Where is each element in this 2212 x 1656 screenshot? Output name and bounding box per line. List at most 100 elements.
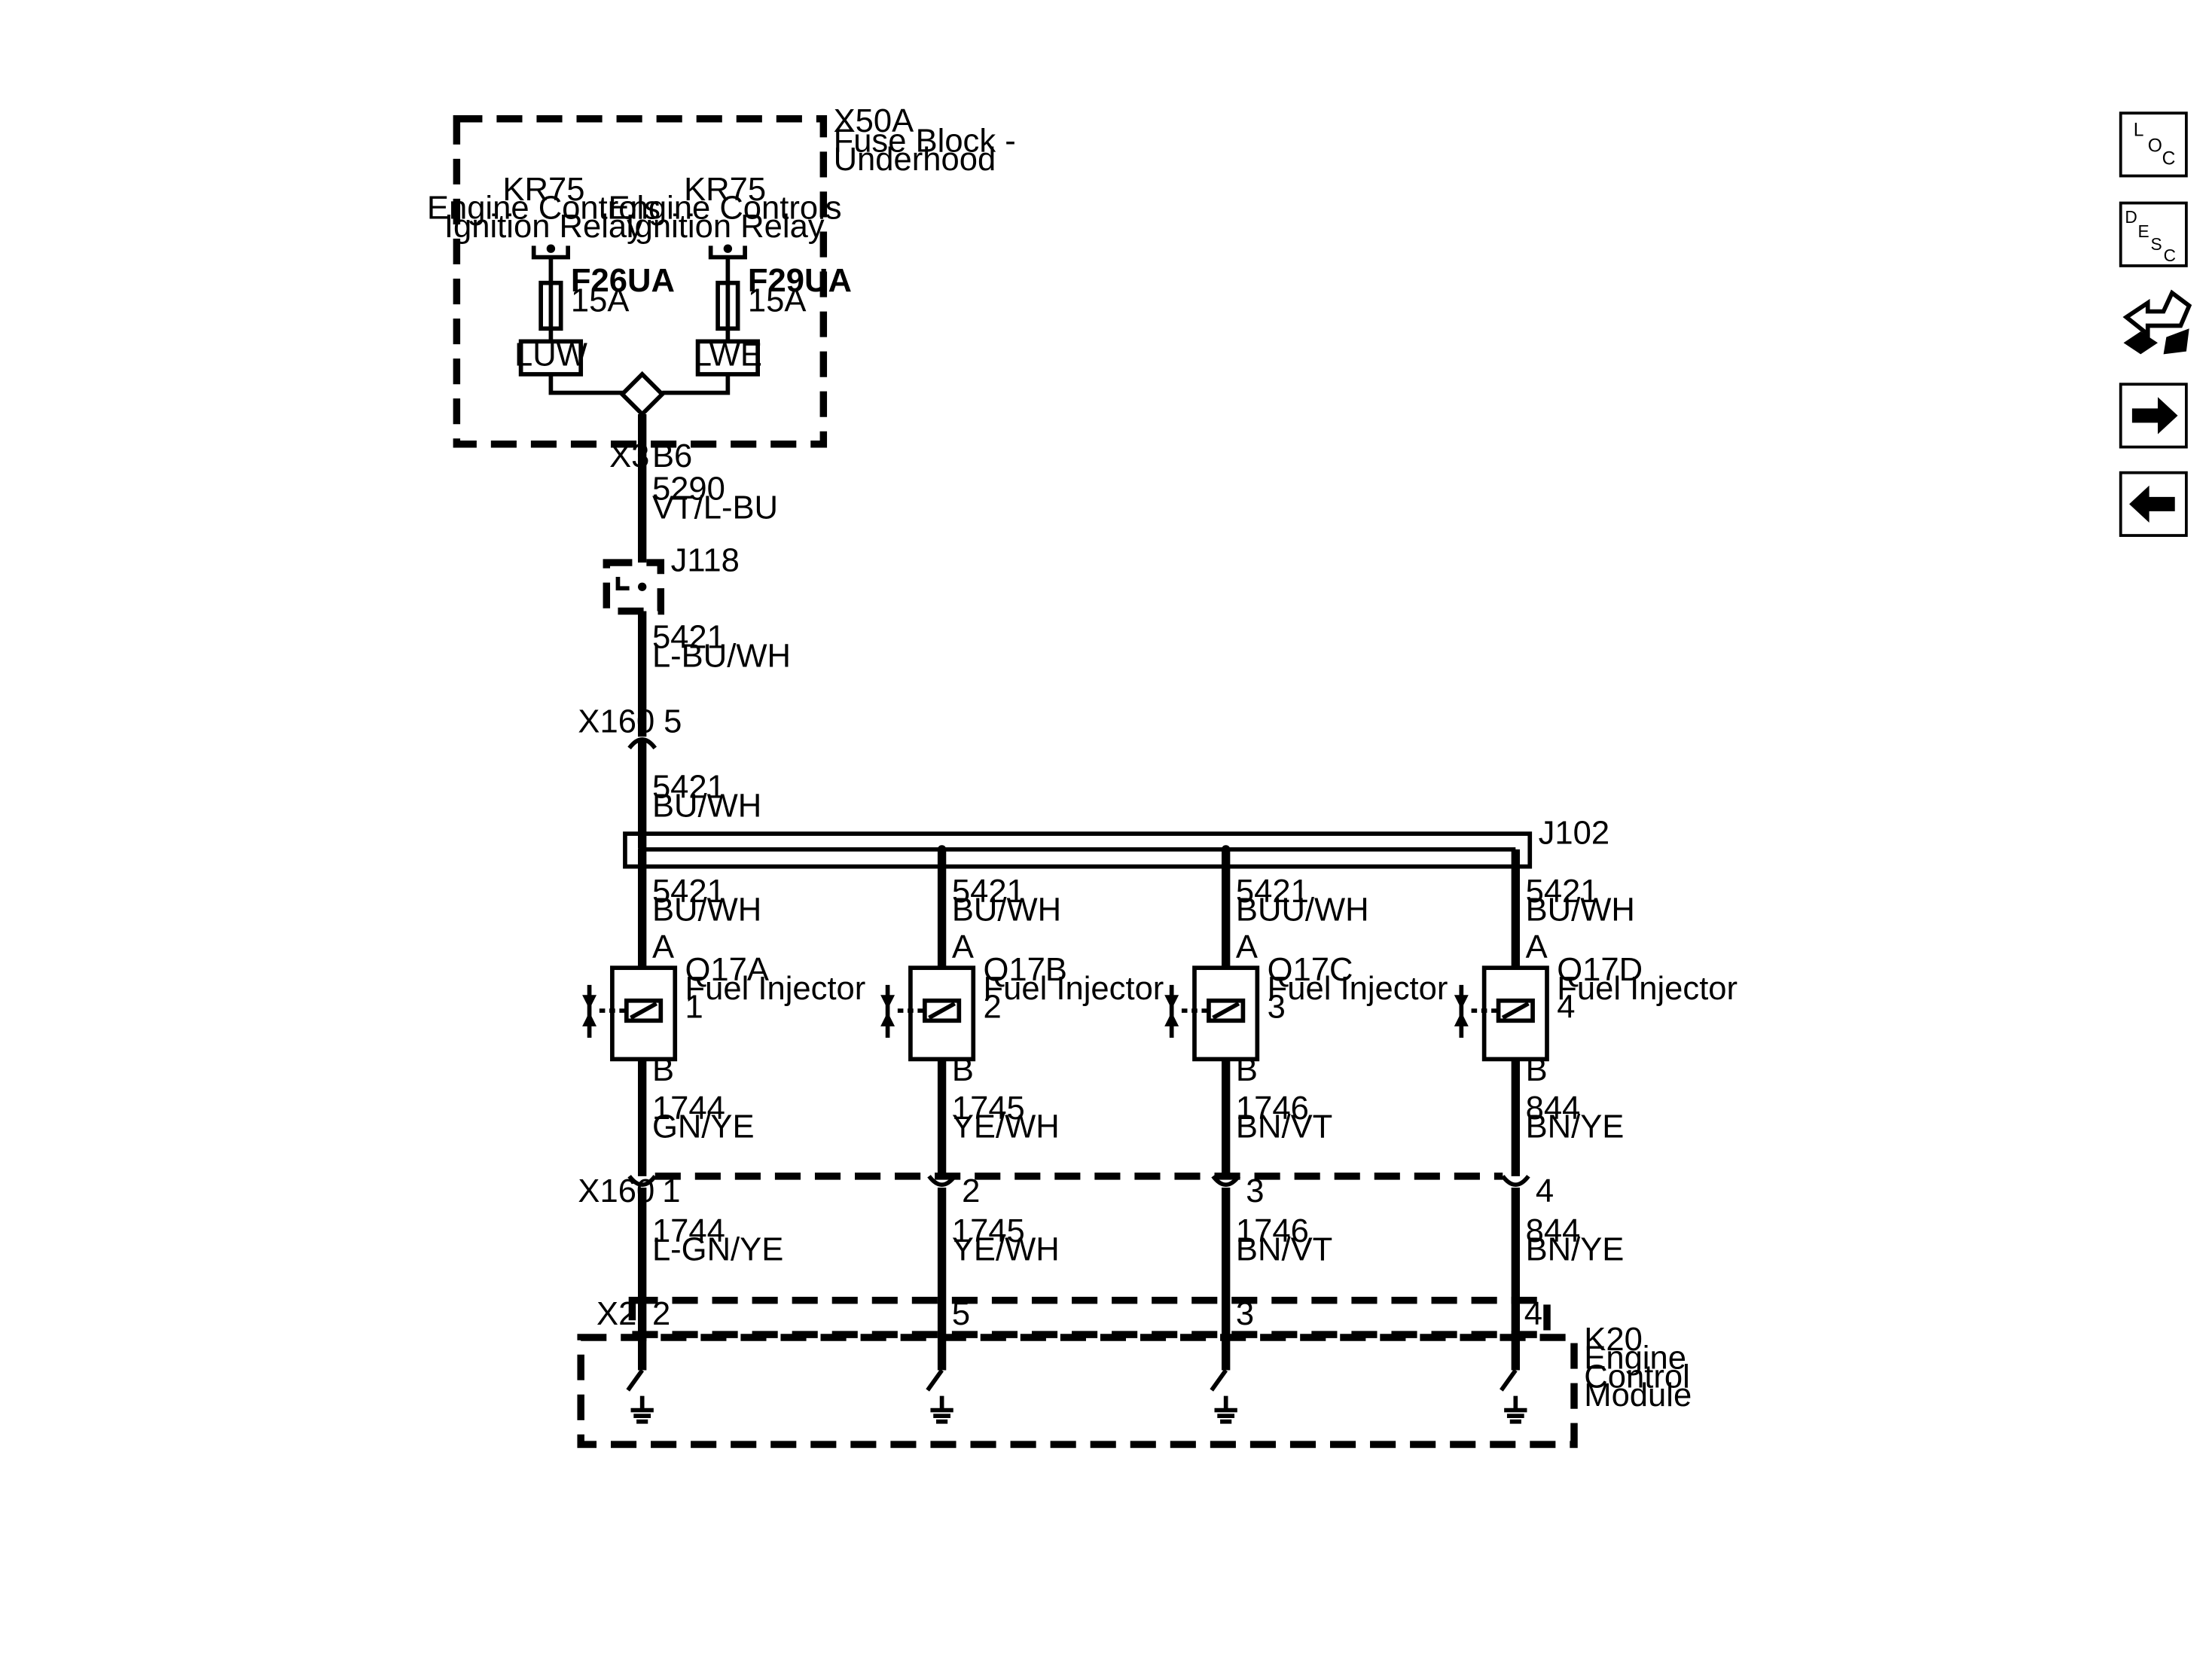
x160-pin-4: 4 bbox=[1536, 1173, 1554, 1209]
svg-text:C: C bbox=[2164, 246, 2176, 265]
splice-id: J102 bbox=[1539, 815, 1610, 851]
x160-pin-1: 1 bbox=[662, 1173, 680, 1209]
injector-d-pin-b: B bbox=[1526, 1052, 1548, 1088]
injector-c-out-circuit: 1746 bbox=[1236, 1090, 1309, 1127]
injector-a-pin-a: A bbox=[652, 929, 674, 965]
injector-a-feed-circuit: 5421 bbox=[652, 874, 725, 910]
injector-b-out-circuit: 1745 bbox=[952, 1090, 1025, 1127]
back-button[interactable] bbox=[2119, 471, 2188, 537]
injector-c-out-color: BN/VT bbox=[1236, 1109, 1332, 1145]
top-connector-pin: B6 bbox=[652, 438, 692, 474]
relay-right-contact-dot bbox=[723, 244, 733, 253]
injector-b-id: Q17B bbox=[984, 952, 1067, 988]
relay-left-line2: Ignition Relay bbox=[444, 209, 643, 245]
ecm-driver-a bbox=[626, 1368, 654, 1424]
fuse-block-id: X50A bbox=[834, 103, 914, 139]
svg-text:D: D bbox=[2125, 207, 2137, 227]
wire-to-splice-color: BU/WH bbox=[652, 788, 761, 824]
inline-connector-pin: 5 bbox=[664, 704, 682, 740]
ecm-connector-id: X2 bbox=[596, 1296, 636, 1332]
splice-bar bbox=[623, 831, 1533, 869]
desc-button[interactable]: D E S C bbox=[2119, 201, 2188, 267]
fuse-left-id: F26UA bbox=[571, 263, 675, 299]
injector-c-id: Q17C bbox=[1268, 952, 1353, 988]
jumper-j118-symbol bbox=[615, 577, 630, 591]
x160-pin-2: 2 bbox=[962, 1173, 980, 1209]
fuse-left-rating: 15A bbox=[571, 283, 630, 319]
relay-right-id: KR75 bbox=[684, 172, 766, 208]
wire-c-lower-circuit: 1746 bbox=[1236, 1213, 1309, 1249]
injector-d-out-circuit: 844 bbox=[1526, 1090, 1581, 1127]
forward-button[interactable] bbox=[2119, 383, 2188, 449]
svg-text:O: O bbox=[2148, 136, 2162, 156]
loc-button[interactable]: L O C bbox=[2119, 111, 2188, 178]
injector-b-body bbox=[908, 965, 976, 1062]
wire-d-lower-color: BN/YE bbox=[1526, 1232, 1625, 1268]
ecm-driver-c bbox=[1210, 1368, 1237, 1424]
connector-tools-button[interactable] bbox=[2122, 289, 2192, 355]
injector-b-out-color: YE/WH bbox=[952, 1109, 1060, 1145]
ecm-driver-b bbox=[926, 1368, 953, 1424]
x160-pin-3: 3 bbox=[1246, 1173, 1264, 1209]
desc-icon: D E S C bbox=[2125, 207, 2176, 265]
wire-a-lower-circuit: 1744 bbox=[652, 1213, 725, 1249]
injector-a-num: 1 bbox=[685, 990, 703, 1026]
injector-a-name: Fuel Injector bbox=[685, 971, 866, 1007]
injector-b-num: 2 bbox=[984, 990, 1002, 1026]
injector-b-pin-a: A bbox=[952, 929, 974, 965]
arrow-left-icon bbox=[2129, 485, 2175, 523]
injector-b-feed-color: BU/WH bbox=[952, 892, 1061, 929]
fuse-box-right-label: LWE bbox=[694, 337, 762, 374]
relay-left-line1: Engine Controls bbox=[427, 190, 661, 226]
svg-text:L: L bbox=[2134, 120, 2144, 141]
fuse-right-id: F29UA bbox=[748, 263, 852, 299]
injector-q17d: 5421 BU/WH A Q17D Fuel Injector 4 B 844 … bbox=[1454, 866, 1738, 1176]
injector-a-id: Q17A bbox=[685, 952, 769, 988]
relay-left-contact-dot bbox=[546, 244, 556, 253]
injector-d-body bbox=[1481, 965, 1549, 1062]
injector-d-feed-circuit: 5421 bbox=[1526, 874, 1599, 910]
relay-right-line1: Engine Controls bbox=[609, 190, 842, 226]
fuse-block-outline bbox=[453, 115, 828, 448]
wire-d-lower-circuit: 844 bbox=[1526, 1213, 1581, 1249]
injector-a-body bbox=[610, 965, 678, 1062]
ecm-line1: Engine bbox=[1584, 1340, 1686, 1377]
ecm-pin-d: 4 bbox=[1524, 1296, 1542, 1332]
jumper-id: J118 bbox=[671, 542, 740, 578]
injector-c-feed-circuit: 5421 bbox=[1236, 874, 1309, 910]
ecm-line2: Control bbox=[1584, 1359, 1689, 1395]
wire-a-lower-color: L-GN/YE bbox=[652, 1232, 783, 1268]
wire-main-color: VT/L-BU bbox=[652, 489, 778, 526]
injector-d-coil bbox=[1496, 998, 1535, 1023]
relay-left-id: KR75 bbox=[502, 172, 584, 208]
lower-wires: 1744 L-GN/YE 1745 YE/WH 1746 BN/VT 844 B… bbox=[637, 1187, 1625, 1371]
connector-x160-lower: X160 1 2 3 4 bbox=[578, 1173, 1554, 1209]
injector-a-coil bbox=[624, 998, 664, 1023]
fuse-right-rating: 15A bbox=[748, 283, 807, 319]
injector-c-num: 3 bbox=[1268, 990, 1286, 1026]
injector-d-feed-color: BU/WH bbox=[1526, 892, 1635, 929]
jumper-j118-outline bbox=[603, 559, 665, 615]
inline-connector-id: X160 bbox=[578, 704, 654, 740]
svg-text:S: S bbox=[2151, 234, 2162, 254]
splice-j102: J102 bbox=[623, 815, 1610, 869]
fuse-box-left-label: LUW bbox=[514, 337, 587, 374]
injector-b-name: Fuel Injector bbox=[984, 971, 1164, 1007]
ecm-line3: Module bbox=[1584, 1377, 1692, 1414]
ecm-pin-b: 5 bbox=[952, 1296, 970, 1332]
arrow-right-icon bbox=[2131, 397, 2178, 435]
wire-b-lower-color: YE/WH bbox=[952, 1232, 1060, 1268]
svg-text:C: C bbox=[2162, 148, 2176, 169]
splice-diamond bbox=[619, 371, 666, 418]
fuse-block-x50a: X50A Fuse Block - Underhood KR75 Engine … bbox=[427, 103, 1016, 448]
injector-b-coil bbox=[923, 998, 962, 1023]
injector-c-name: Fuel Injector bbox=[1268, 971, 1448, 1007]
injector-c-pin-b: B bbox=[1236, 1052, 1258, 1088]
svg-text:E: E bbox=[2137, 221, 2149, 241]
ecm-driver-d bbox=[1500, 1368, 1527, 1424]
loc-icon: L O C bbox=[2134, 120, 2176, 169]
injector-a-pin-b: B bbox=[652, 1052, 674, 1088]
injector-a-feed-color: BU/WH bbox=[652, 892, 761, 929]
injector-c-pin-a: A bbox=[1236, 929, 1258, 965]
